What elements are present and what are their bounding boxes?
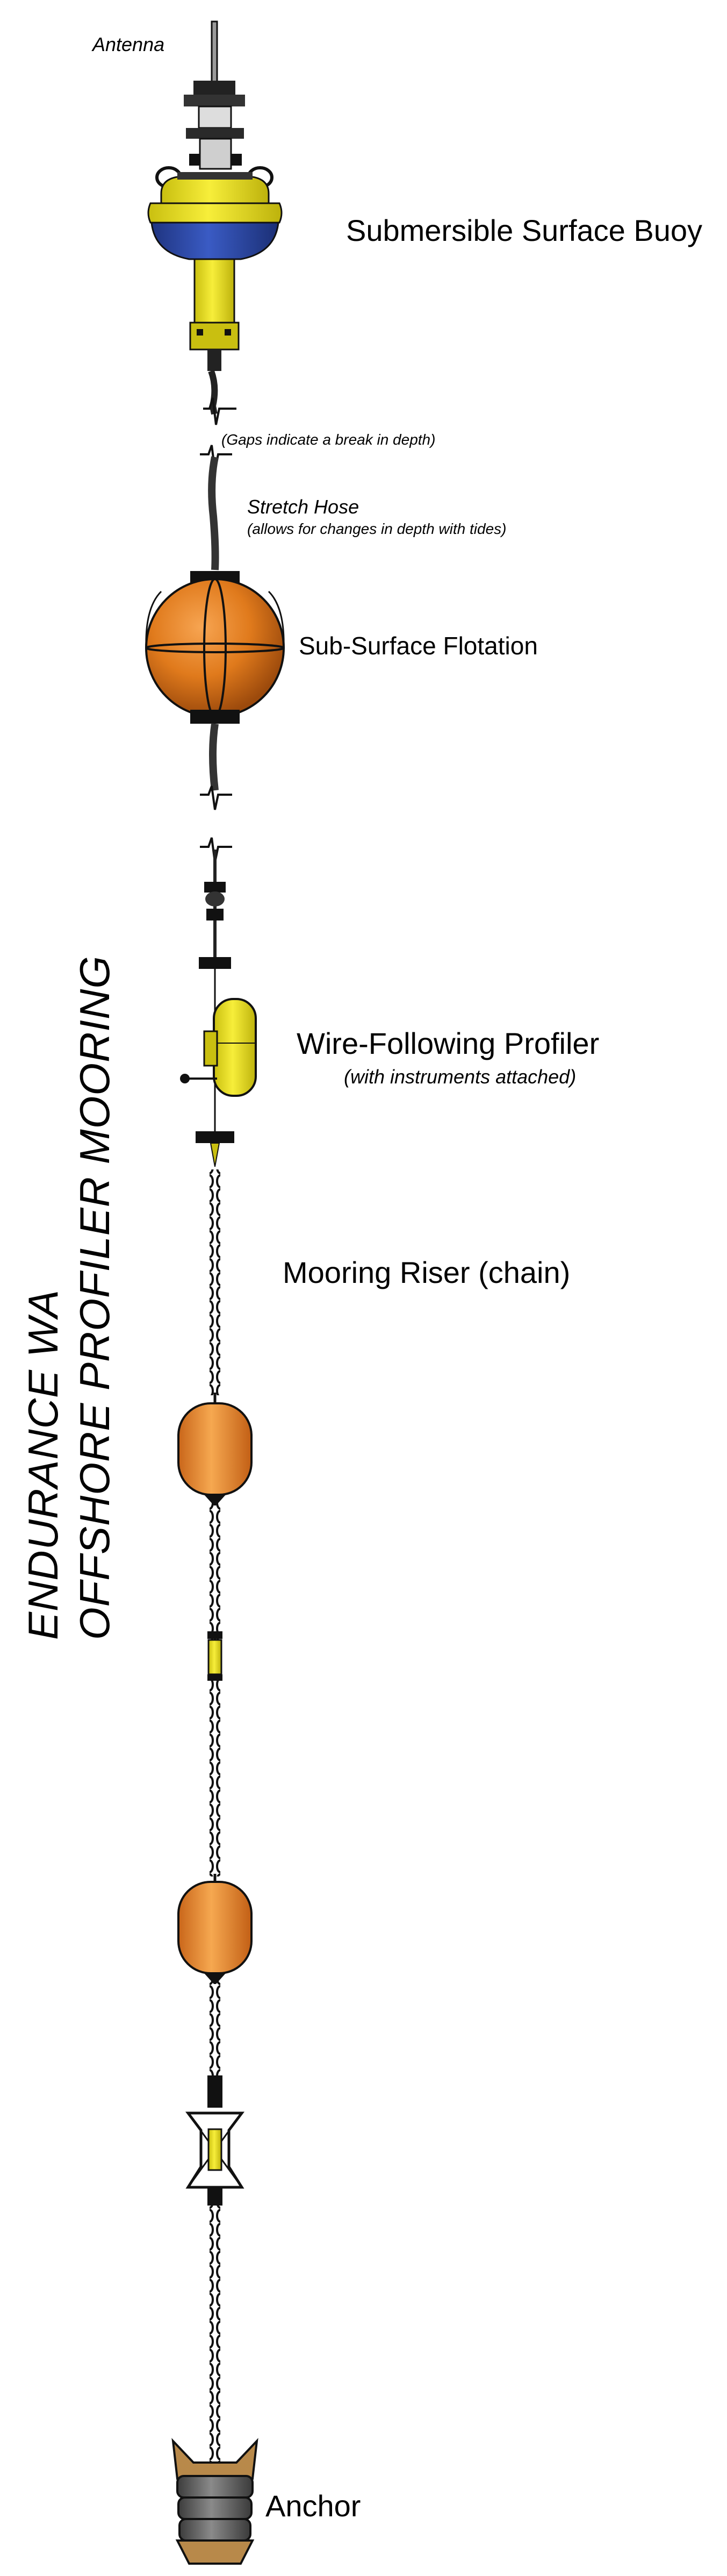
surface-buoy <box>147 20 283 371</box>
hose-upper <box>203 369 236 425</box>
inline-instrument <box>207 1631 222 1681</box>
subsurface-flotation-label: Sub-Surface Flotation <box>299 632 538 660</box>
title-line-1: ENDURANCE WA <box>19 1289 67 1640</box>
float-2 <box>177 1874 253 1984</box>
stretch-hose <box>200 445 232 570</box>
antenna <box>211 20 218 87</box>
gaps-note: (Gaps indicate a break in depth) <box>221 431 436 448</box>
mooring-riser-chain <box>210 1169 220 2484</box>
stretch-hose-label: Stretch Hose <box>247 496 359 518</box>
antenna-label: Antenna <box>92 33 165 55</box>
wire-following-profiler <box>180 969 257 1167</box>
subsurface-flotation <box>145 571 285 810</box>
lower-break <box>199 837 232 969</box>
profiler-note: (with instruments attached) <box>344 1066 577 1088</box>
title-line-2: OFFSHORE PROFILER MOORING <box>71 955 118 1640</box>
profiler-label: Wire-Following Profiler <box>297 1026 600 1060</box>
release-frame <box>185 2075 244 2206</box>
surface-buoy-label: Submersible Surface Buoy <box>346 213 703 247</box>
float-1 <box>177 1393 253 1505</box>
riser-label: Mooring Riser (chain) <box>283 1255 571 1289</box>
anchor <box>171 2438 258 2565</box>
diagram-title: ENDURANCE WA OFFSHORE PROFILER MOORING <box>17 955 120 1640</box>
stretch-hose-note: (allows for changes in depth with tides) <box>247 520 507 537</box>
anchor-label: Anchor <box>265 2489 361 2523</box>
